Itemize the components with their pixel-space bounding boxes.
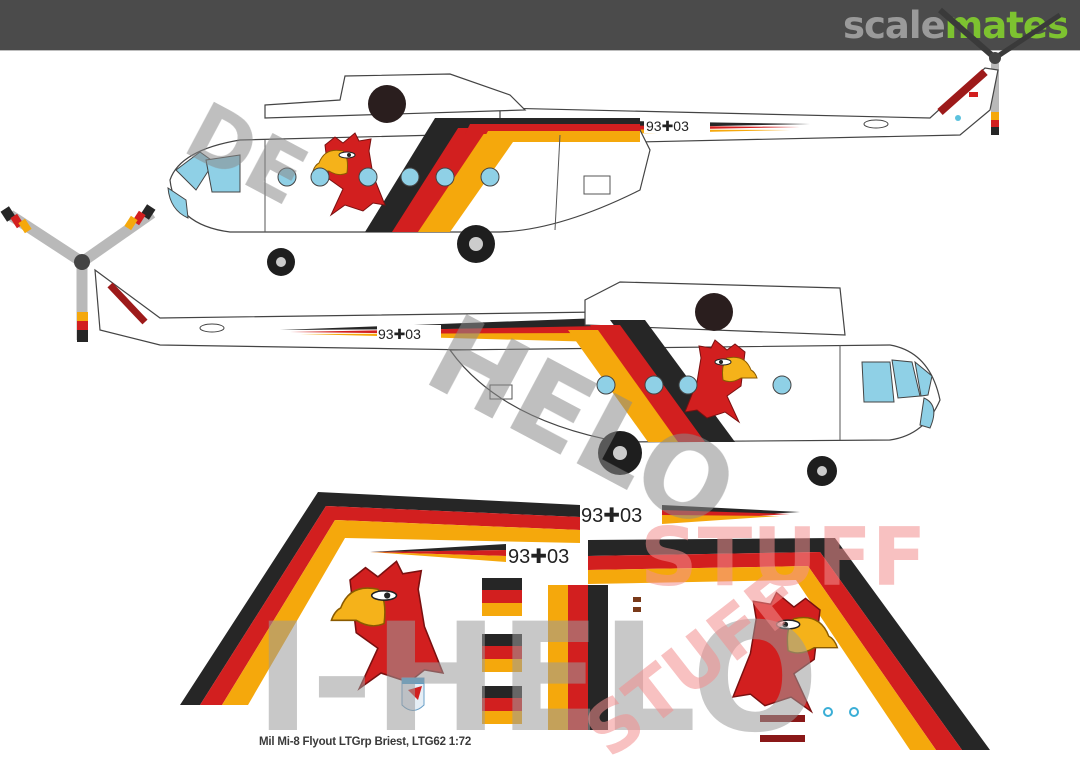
serial-decal-1: 93✚03 <box>581 505 642 527</box>
helicopter-profile-left: 93✚03 <box>167 7 1062 276</box>
watermark: DE HELO I-HELO <box>171 85 819 764</box>
serial-decal-2: 93✚03 <box>508 546 569 568</box>
decal-set: 93✚03 93✚03 <box>180 492 990 750</box>
svg-text:STUFF: STUFF <box>640 511 926 604</box>
site-header: scalemates <box>0 0 1080 51</box>
decal-sheet-caption: Mil Mi-8 Flyout LTGrp Briest, LTG62 1:72 <box>259 736 472 748</box>
svg-text:I-HELO: I-HELO <box>255 592 819 764</box>
serial-number-upper: 93✚03 <box>646 118 689 134</box>
logo-text-scale: scale <box>842 4 946 47</box>
helicopter-profile-right: 93✚03 <box>0 204 941 486</box>
serial-number-lower: 93✚03 <box>378 326 421 342</box>
